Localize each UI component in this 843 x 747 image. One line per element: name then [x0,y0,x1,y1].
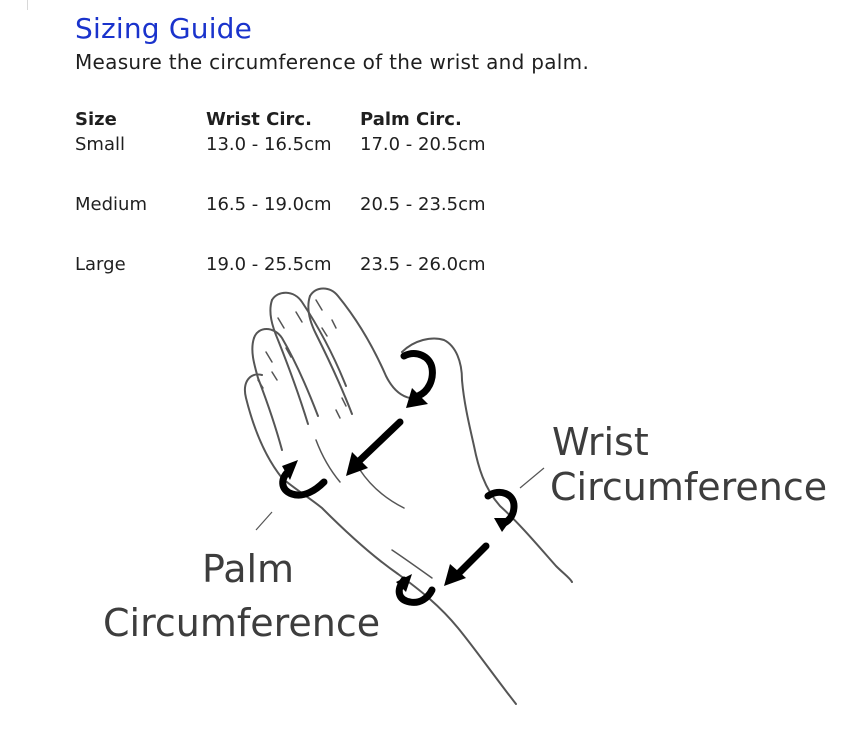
wrist-label-line1: Wrist [552,420,649,464]
arrowhead-wrist-top [494,518,512,532]
cell-wrist: 19.0 - 25.5cm [206,254,332,275]
cell-palm: 23.5 - 26.0cm [360,254,486,275]
hand-index-finger [309,287,411,399]
header-size: Size [75,108,117,130]
hand-ring-finger [253,328,319,417]
label-pointers [255,467,545,531]
page-subtitle: Measure the circumference of the wrist a… [75,50,590,74]
arrowhead-palm-bottom [282,460,298,480]
arrowhead-wrist-bottom [396,574,412,592]
wrist-label-line2: Circumference [550,465,827,509]
sizing-table: Size Wrist Circ. Palm Circ. Small 13.0 -… [75,105,520,283]
wrist-label-pointer [519,467,545,489]
palm-label-line1: Palm [202,547,294,591]
wrist-curl-arrow-bottom [395,576,436,606]
wrist-diagonal-arrow [452,542,490,580]
header-palm-circ: Palm Circ. [360,108,462,130]
table-row: Medium 16.5 - 19.0cm 20.5 - 23.5cm [75,193,520,253]
table-row: Small 13.0 - 16.5cm 17.0 - 20.5cm [75,133,520,193]
cell-size: Large [75,254,126,275]
measurement-arrows [279,350,518,606]
page-title: Sizing Guide [75,12,253,45]
hand-middle-finger [271,291,347,387]
cell-wrist: 13.0 - 16.5cm [206,134,332,155]
hand-thumb-edge [401,337,573,583]
palm-curl-arrow-bottom [279,466,328,499]
finger-joint-marks [257,299,347,419]
page-edge-mark [27,0,28,10]
cell-size: Small [75,134,125,155]
header-wrist-circ: Wrist Circ. [206,108,312,130]
palm-diagonal-arrow [352,418,404,468]
cell-size: Medium [75,194,147,215]
table-header-row: Size Wrist Circ. Palm Circ. [75,105,520,133]
cell-palm: 20.5 - 23.5cm [360,194,486,215]
cell-wrist: 16.5 - 19.0cm [206,194,332,215]
arrowhead-palm-diagonal [346,452,368,476]
palm-label-pointer [255,511,273,531]
arrowhead-wrist-diagonal [444,564,466,586]
arrow-heads [282,388,512,592]
hand-pinky-edge [244,373,517,705]
table-row: Large 19.0 - 25.5cm 23.5 - 26.0cm [75,253,520,283]
palm-curl-arrow-top [400,350,436,400]
hand-outline [244,287,573,705]
cell-palm: 17.0 - 20.5cm [360,134,486,155]
palm-label-line2: Circumference [103,601,380,645]
arrowhead-palm-top [406,388,428,408]
